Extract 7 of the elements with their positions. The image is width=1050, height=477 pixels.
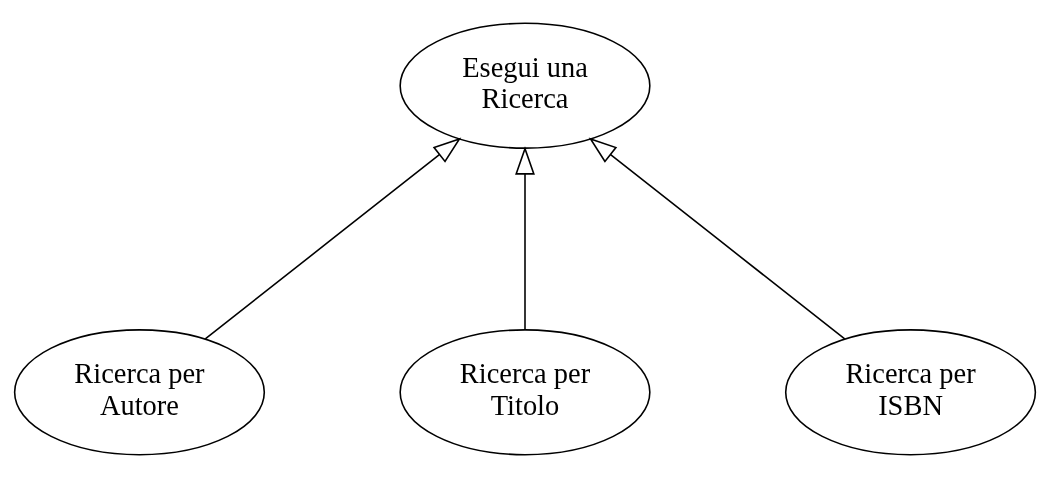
- arrow: [588, 136, 846, 340]
- node-ellipse: Ricerca per Titolo: [399, 328, 651, 455]
- arrow: [204, 136, 462, 340]
- node-ellipse: Ricerca per Autore: [13, 328, 266, 455]
- arrow: [515, 145, 535, 330]
- node-ellipse: Ricerca per ISBN: [784, 328, 1037, 455]
- node-ellipse: Esegui una Ricerca: [399, 22, 651, 149]
